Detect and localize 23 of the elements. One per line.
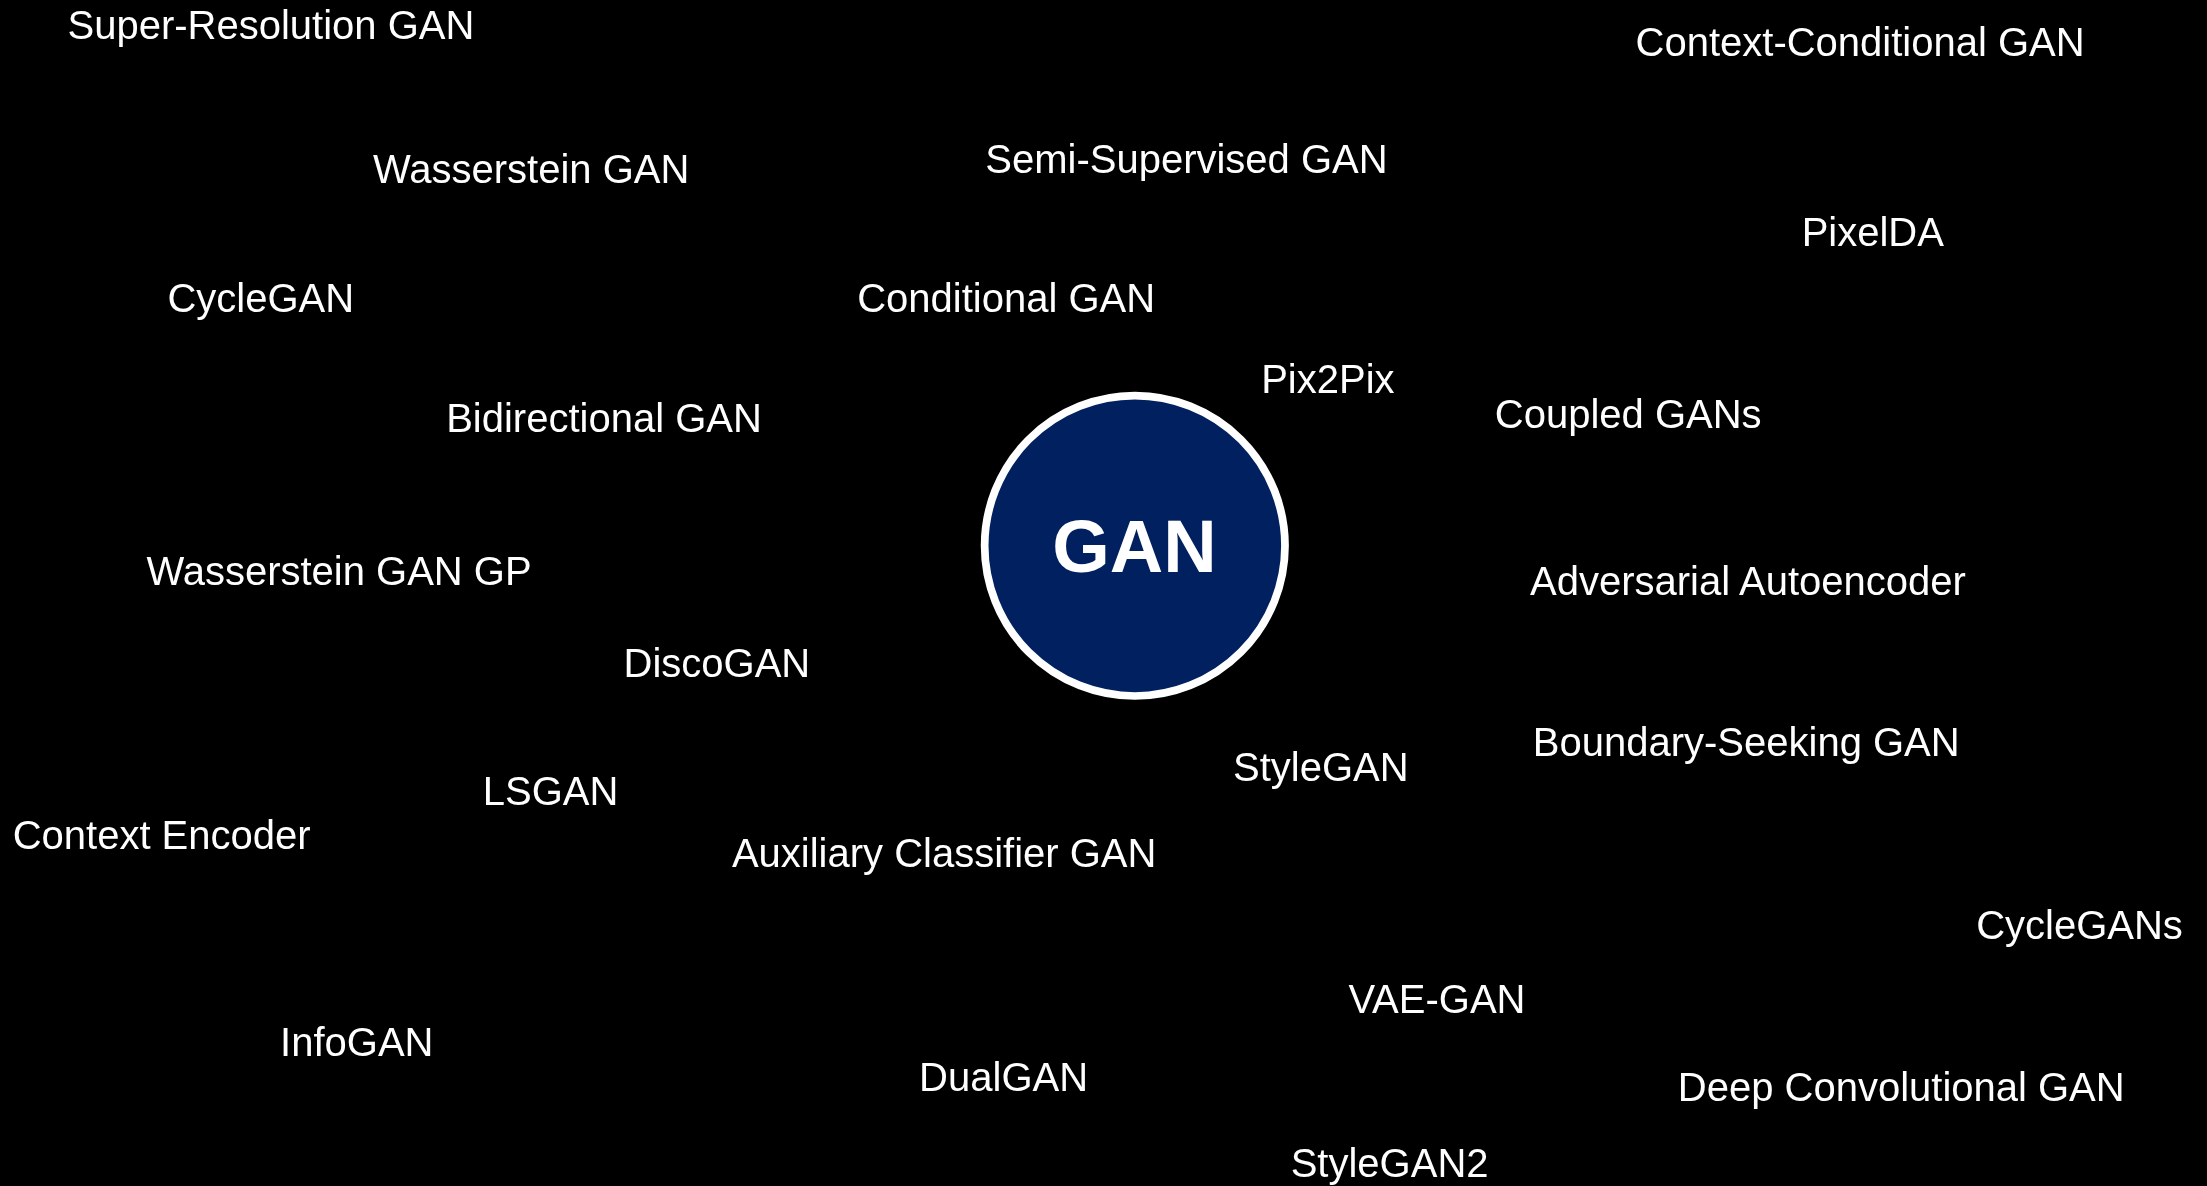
model-label: PixelDA (1801, 209, 1944, 257)
model-label: Boundary-Seeking GAN (1532, 718, 1960, 766)
model-label: CycleGAN (167, 275, 355, 323)
model-label: Bidirectional GAN (446, 395, 762, 443)
model-label: Coupled GANs (1494, 390, 1762, 438)
model-label: Context-Conditional GAN (1635, 19, 2085, 67)
model-label: Deep Convolutional GAN (1677, 1063, 2125, 1111)
model-label: Adversarial Autoencoder (1529, 558, 1966, 606)
model-label: VAE-GAN (1348, 976, 1526, 1024)
model-label: Super-Resolution GAN (67, 2, 475, 50)
model-label: InfoGAN (280, 1018, 434, 1066)
model-label: Auxiliary Classifier GAN (731, 829, 1157, 877)
model-label: StyleGAN2 (1290, 1139, 1489, 1186)
model-label: LSGAN (482, 768, 619, 815)
model-label: Wasserstein GAN GP (146, 548, 532, 596)
model-label: DualGAN (919, 1053, 1089, 1101)
model-label: DiscoGAN (623, 639, 811, 687)
model-label: Wasserstein GAN (373, 145, 690, 193)
model-label: Conditional GAN (857, 275, 1156, 323)
model-label: CycleGANs (1976, 901, 2183, 949)
model-label: Context Encoder (12, 811, 311, 859)
model-label: Semi-Supervised GAN (985, 136, 1388, 184)
model-label: StyleGAN (1233, 744, 1409, 792)
